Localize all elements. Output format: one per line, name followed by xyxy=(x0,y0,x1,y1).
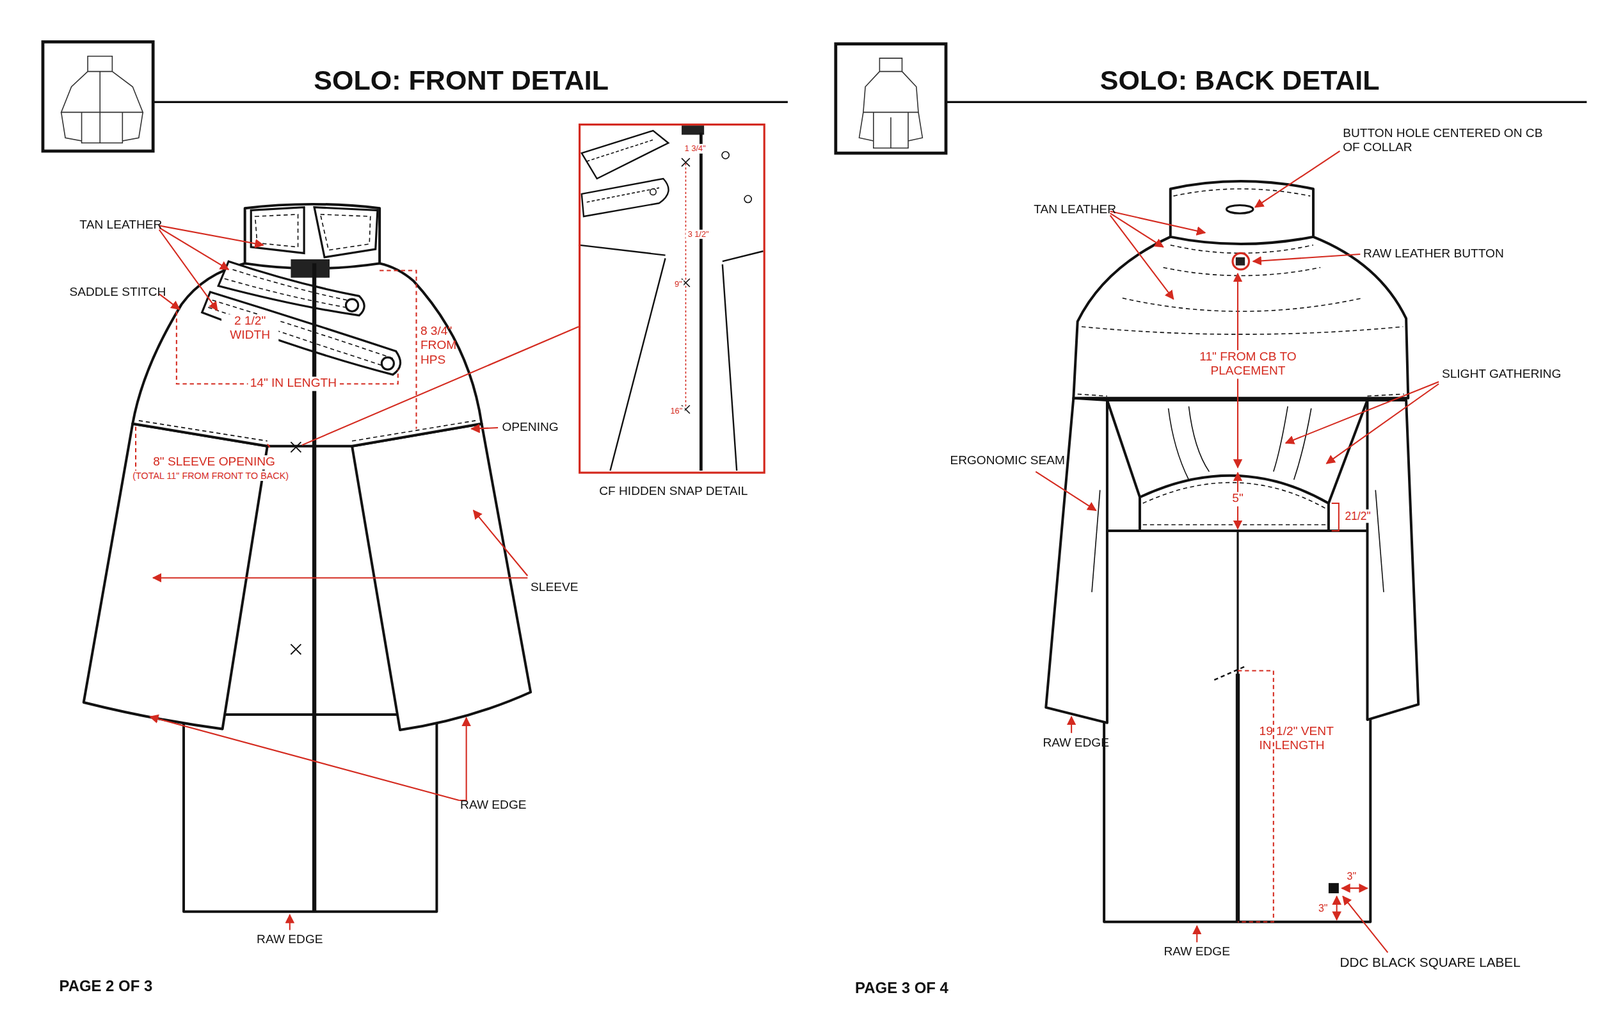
part-label: RAW EDGE xyxy=(1042,736,1109,751)
part-label: SLIGHT GATHERING xyxy=(1441,367,1561,382)
dimension-label: 3" xyxy=(1347,870,1357,882)
part-label: OPENING xyxy=(501,420,559,435)
dimension-label: 21/2" xyxy=(1342,509,1373,523)
part-label: RAW EDGE xyxy=(1163,944,1230,959)
dimension-label: 16" xyxy=(668,406,685,416)
page-number: PAGE 2 OF 3 xyxy=(58,976,153,995)
dimension-label: 8 3/4" FROM HPS xyxy=(420,324,470,367)
part-label: TAN LEATHER xyxy=(79,218,162,233)
part-label: DDC BLACK SQUARE LABEL xyxy=(1339,954,1520,971)
dimension-label: 3 1/2" xyxy=(685,229,711,240)
dimension-note: (TOTAL 11" FROM FRONT TO BACK) xyxy=(130,470,291,481)
dimension-label: 19 1/2" VENT IN LENGTH xyxy=(1258,724,1335,753)
dimension-label: 2 1/2" WIDTH xyxy=(221,314,279,343)
dimension-label: 11" FROM CB TO PLACEMENT xyxy=(1196,350,1299,379)
part-label: RAW EDGE xyxy=(256,932,323,947)
part-label: SADDLE STITCH xyxy=(69,285,166,300)
part-label: BUTTON HOLE CENTERED ON CB OF COLLAR xyxy=(1342,126,1563,155)
part-label: ERGONOMIC SEAM xyxy=(949,454,1065,469)
part-label: RAW EDGE xyxy=(460,798,527,813)
dimension-label: 9" xyxy=(672,279,685,290)
dimension-label: 8" SLEEVE OPENING xyxy=(151,455,278,470)
dimension-label: 3" xyxy=(1318,901,1328,914)
detail-inset: CF HIDDEN SNAP DETAIL1 3/4"3 1/2"9"16" xyxy=(578,123,766,474)
sheet-title: SOLO: BACK DETAIL xyxy=(1100,65,1380,98)
part-label: SLEEVE xyxy=(530,580,578,595)
part-label: TAN LEATHER xyxy=(1033,202,1117,217)
part-label: RAW LEATHER BUTTON xyxy=(1363,247,1504,262)
page-number: PAGE 3 OF 4 xyxy=(855,978,949,997)
dimension-label: 1 3/4" xyxy=(682,144,708,154)
sheet-title: SOLO: FRONT DETAIL xyxy=(313,65,609,98)
inset-caption: CF HIDDEN SNAP DETAIL xyxy=(599,484,748,499)
dimension-label: 5" xyxy=(1230,492,1246,507)
dimension-label: 14" IN LENGTH xyxy=(247,376,339,391)
